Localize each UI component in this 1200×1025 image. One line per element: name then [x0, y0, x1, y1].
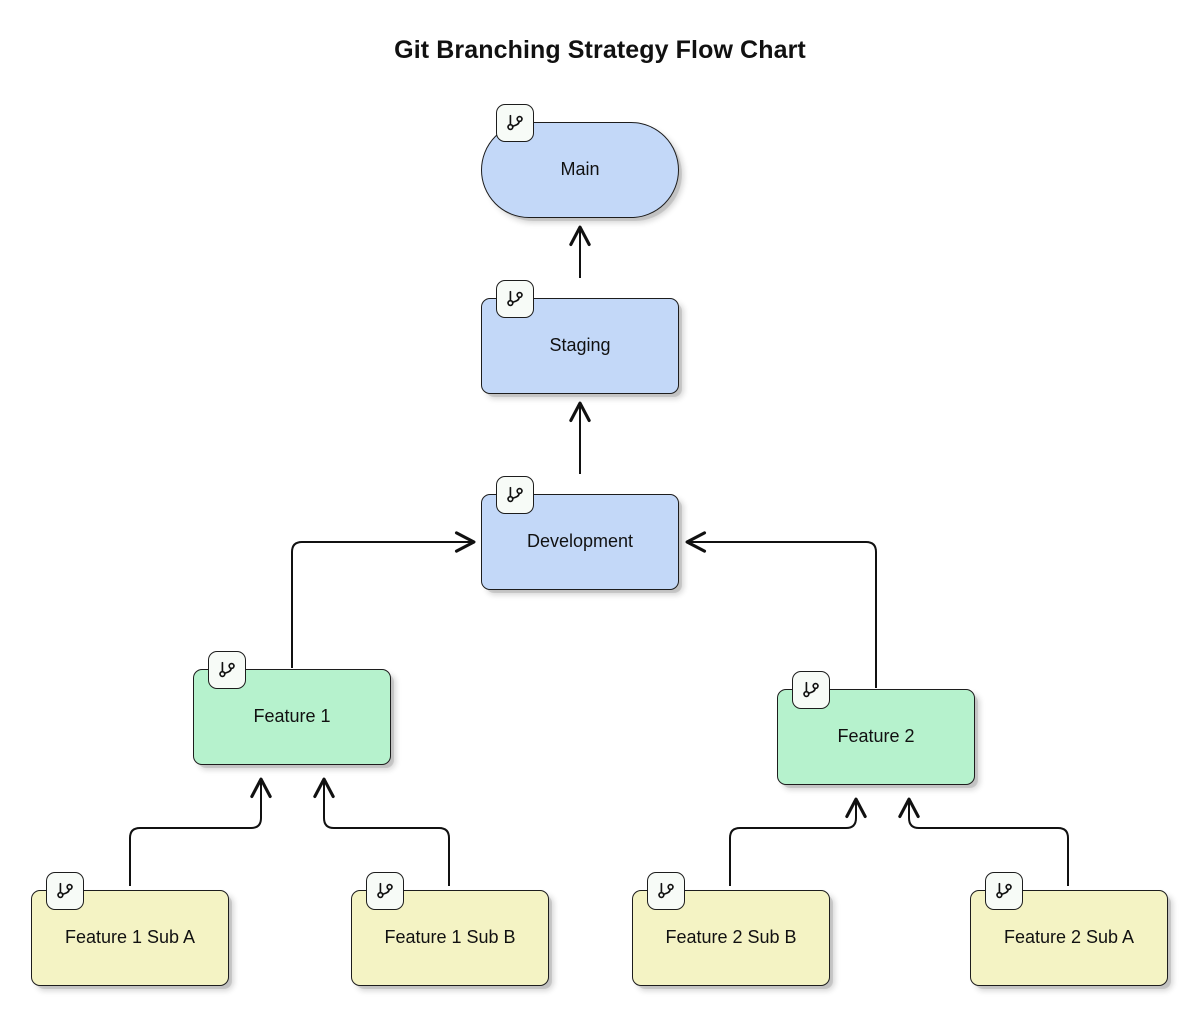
edge-f1suba-to-feature1	[129, 777, 272, 886]
edge-feature1-to-development	[291, 531, 476, 668]
edge-f2subb-to-feature2	[729, 797, 867, 886]
git-branch-icon	[366, 872, 404, 910]
node-feature-1-sub-a-label: Feature 1 Sub A	[64, 927, 196, 948]
node-feature-1-sub-b-label: Feature 1 Sub B	[384, 927, 516, 948]
node-feature-1-label: Feature 1	[253, 706, 331, 727]
git-branch-icon	[496, 280, 534, 318]
node-feature-2-sub-b-label: Feature 2 Sub B	[665, 927, 797, 948]
git-branch-icon	[496, 476, 534, 514]
node-main[interactable]: Main	[481, 104, 679, 218]
node-staging-label: Staging	[549, 335, 611, 356]
node-development-label: Development	[526, 531, 634, 552]
git-branch-icon	[792, 671, 830, 709]
node-feature-2[interactable]: Feature 2	[777, 671, 975, 785]
node-feature-2-label: Feature 2	[837, 726, 915, 747]
node-feature-2-sub-a[interactable]: Feature 2 Sub A	[970, 872, 1168, 986]
node-main-label: Main	[560, 159, 600, 180]
node-feature-1-sub-b[interactable]: Feature 1 Sub B	[351, 872, 549, 986]
edge-f1subb-to-feature1	[313, 777, 450, 886]
git-branch-icon	[46, 872, 84, 910]
page-title: Git Branching Strategy Flow Chart	[394, 36, 806, 64]
git-branch-icon	[496, 104, 534, 142]
node-feature-2-sub-a-label: Feature 2 Sub A	[1003, 927, 1135, 948]
git-branch-icon	[208, 651, 246, 689]
node-feature-1-sub-a[interactable]: Feature 1 Sub A	[31, 872, 229, 986]
node-feature-1[interactable]: Feature 1	[193, 651, 391, 765]
git-branch-icon	[985, 872, 1023, 910]
node-development[interactable]: Development	[481, 476, 679, 590]
node-feature-2-sub-b[interactable]: Feature 2 Sub B	[632, 872, 830, 986]
edge-feature2-to-development	[685, 531, 877, 688]
node-staging[interactable]: Staging	[481, 280, 679, 394]
git-branch-icon	[647, 872, 685, 910]
